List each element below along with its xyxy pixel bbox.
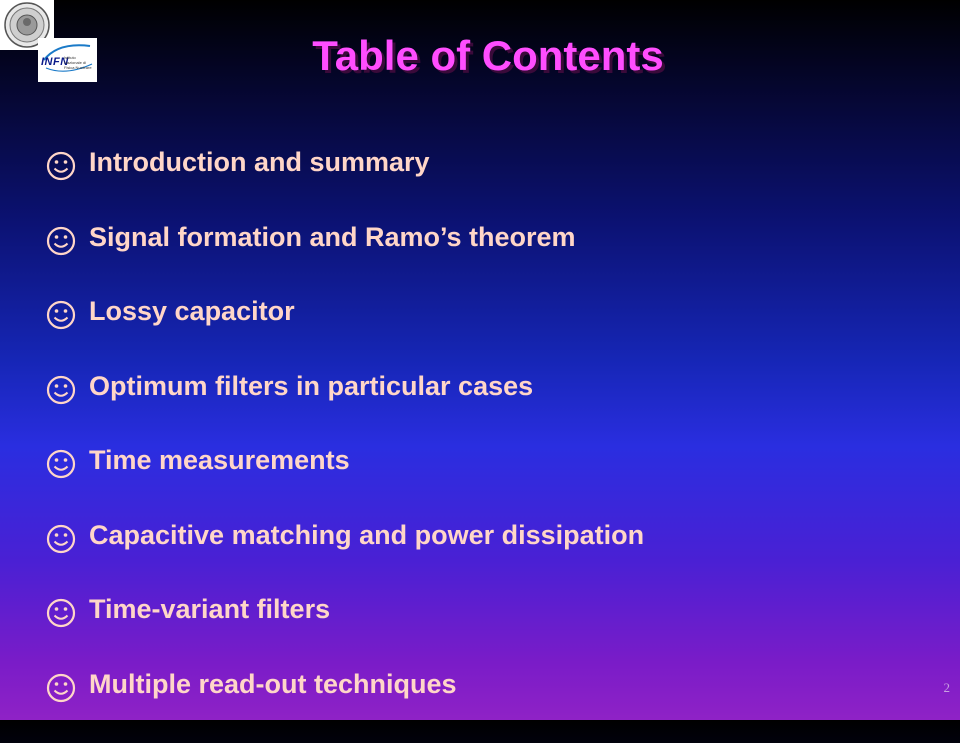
list-item-label: Lossy capacitor [89, 296, 295, 327]
slide-title: Table of Contents [0, 32, 960, 80]
list-item-label: Capacitive matching and power dissipatio… [89, 520, 644, 551]
page-number: 2 [944, 680, 951, 696]
list-item-label: Time measurements [89, 445, 350, 476]
smiley-face-icon [46, 449, 76, 479]
smiley-face-icon [46, 226, 76, 256]
contents-list: Introduction and summary Signal formatio… [46, 147, 644, 743]
list-item-label: Time-variant filters [89, 594, 330, 625]
smiley-face-icon [46, 673, 76, 703]
smiley-face-icon [46, 300, 76, 330]
list-item-label: Optimum filters in particular cases [89, 371, 533, 402]
list-item: Multiple read-out techniques [46, 669, 644, 743]
list-item-label: Multiple read-out techniques [89, 669, 457, 700]
list-item: Time-variant filters [46, 594, 644, 669]
list-item-label: Introduction and summary [89, 147, 430, 178]
smiley-face-icon [46, 151, 76, 181]
list-item: Introduction and summary [46, 147, 644, 222]
list-item: Lossy capacitor [46, 296, 644, 371]
list-item: Optimum filters in particular cases [46, 371, 644, 446]
list-item: Capacitive matching and power dissipatio… [46, 520, 644, 595]
smiley-face-icon [46, 598, 76, 628]
list-item: Signal formation and Ramo’s theorem [46, 222, 644, 297]
smiley-face-icon [46, 524, 76, 554]
list-item-label: Signal formation and Ramo’s theorem [89, 222, 576, 253]
smiley-face-icon [46, 375, 76, 405]
list-item: Time measurements [46, 445, 644, 520]
